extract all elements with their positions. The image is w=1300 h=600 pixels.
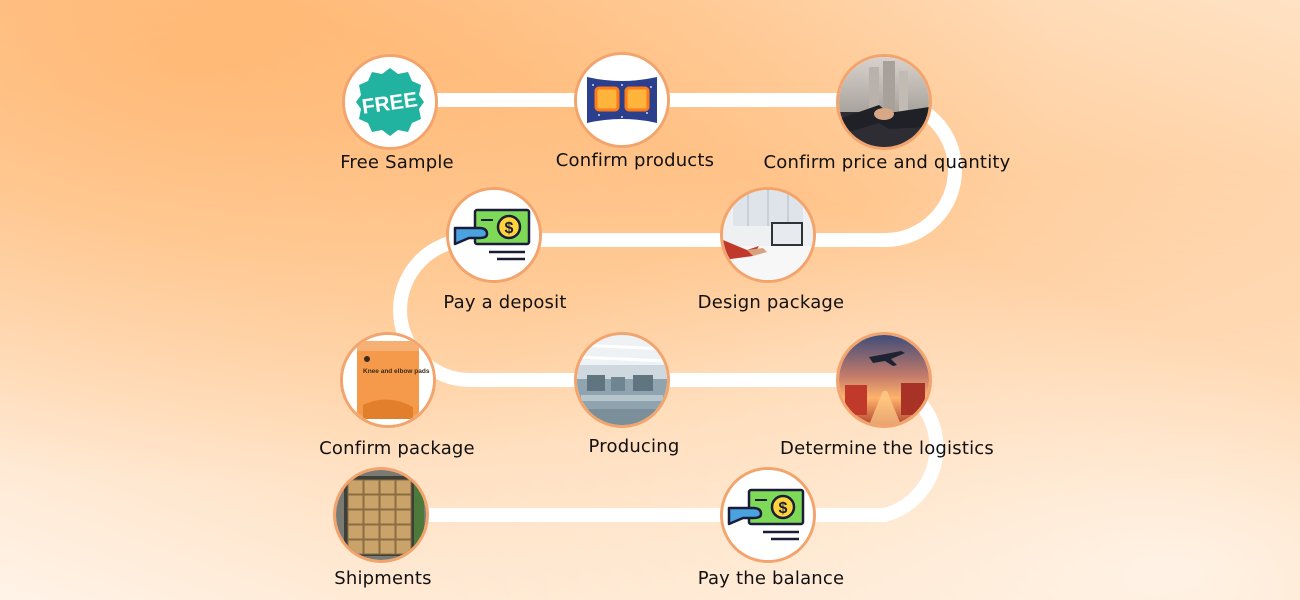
step-producing-node [574, 332, 670, 428]
heat-pad-product-icon [577, 55, 667, 145]
step-pay-deposit-node: $ [446, 187, 542, 283]
airplane-logistics-photo [839, 335, 929, 425]
step-pay-deposit-label: Pay a deposit [443, 292, 567, 313]
container-cargo-photo [336, 470, 426, 560]
step-confirm-price-node [836, 54, 932, 150]
hand-money-icon: $ [723, 470, 813, 560]
hand-money-icon: $ [449, 190, 539, 280]
svg-text:$: $ [779, 500, 788, 517]
step-confirm-products-label: Confirm products [555, 150, 715, 171]
step-confirm-products-node [574, 52, 670, 148]
step-shipments-node [333, 467, 429, 563]
step-pay-balance-label: Pay the balance [697, 568, 845, 589]
package-text: Knee and elbow pads [363, 368, 430, 375]
step-logistics-label: Determine the logistics [780, 438, 994, 459]
svg-text:$: $ [505, 220, 514, 237]
step-design-package-node [720, 187, 816, 283]
step-free-sample-node: FREE [342, 54, 438, 150]
step-logistics-node [836, 332, 932, 428]
step-producing-label: Producing [588, 436, 680, 457]
step-free-sample-label: Free Sample [340, 152, 454, 173]
step-shipments-label: Shipments [334, 568, 432, 589]
step-confirm-package-node: Knee and elbow pads [340, 332, 436, 428]
step-pay-balance-node: $ [720, 467, 816, 563]
free-badge-icon: FREE [345, 57, 435, 147]
step-design-package-label: Design package [697, 292, 845, 313]
package-photo: Knee and elbow pads [343, 335, 433, 425]
step-confirm-price-label: Confirm price and quantity [763, 152, 1011, 173]
handshake-photo [839, 57, 929, 147]
factory-photo [577, 335, 667, 425]
laptop-desk-photo [723, 190, 813, 280]
step-confirm-package-label: Confirm package [319, 438, 475, 459]
